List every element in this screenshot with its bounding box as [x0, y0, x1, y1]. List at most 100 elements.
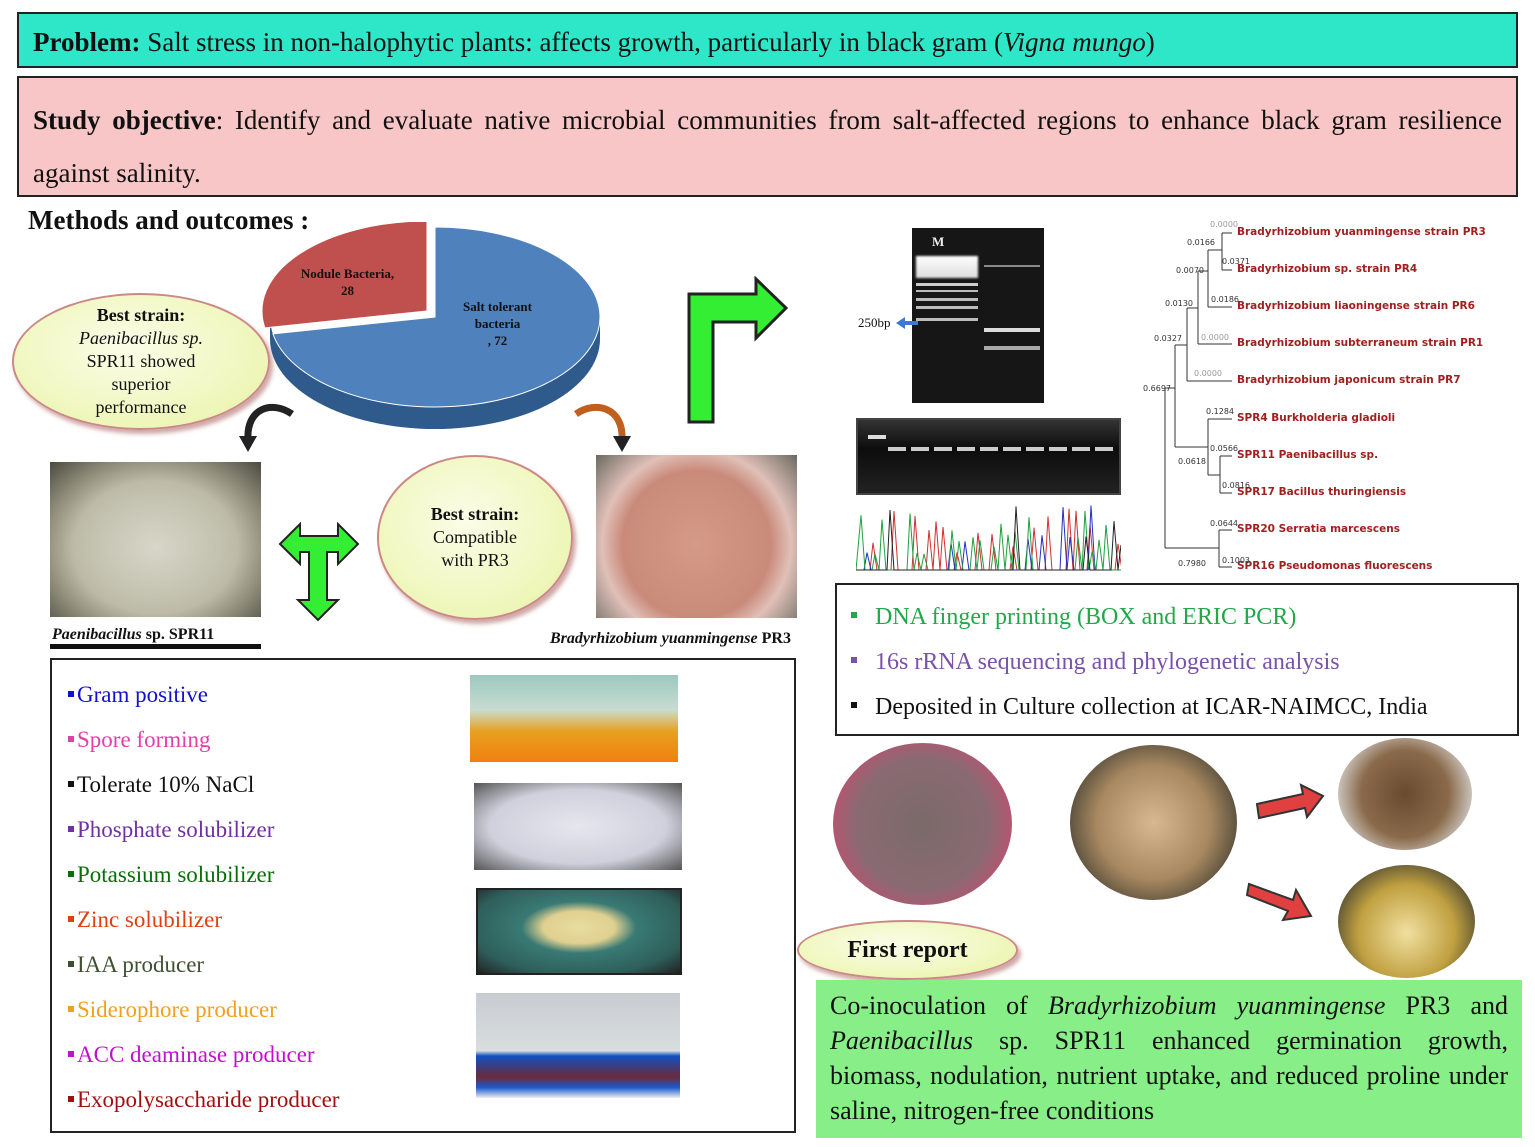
gel-band	[984, 346, 1040, 350]
pie-label-salt-1: Salt tolerant	[463, 299, 532, 314]
trait-label: Phosphate solubilizer	[77, 817, 275, 842]
gel-band	[916, 283, 978, 286]
best-center-line2: Compatible	[433, 527, 517, 547]
bullet-icon	[68, 870, 74, 877]
gel-band	[984, 265, 1040, 267]
bullet-icon	[851, 657, 857, 664]
gel-band	[916, 298, 978, 301]
branch-length: 0.0186	[1211, 295, 1239, 304]
caption-left-species: Paenibacillus	[52, 626, 142, 643]
conclusion-text-1: Co-inoculation of	[830, 991, 1048, 1020]
problem-label: Problem:	[33, 27, 141, 57]
problem-species: Vigna mungo	[1003, 27, 1146, 57]
branch-length: 0.7980	[1178, 559, 1206, 568]
trait-item: IAA producer	[68, 942, 339, 987]
caption-right-rest: PR3	[757, 630, 791, 647]
tree-leaf-label: Bradyrhizobium yuanmingense strain PR3	[1237, 226, 1486, 238]
tree-leaf-label: Bradyrhizobium liaoningense strain PR6	[1237, 300, 1475, 312]
tree-leaf-label: Bradyrhizobium sp. strain PR4	[1237, 263, 1418, 275]
pie-label-salt-2: bacteria	[474, 316, 521, 331]
method-label: DNA finger printing (BOX and ERIC PCR)	[875, 604, 1297, 630]
method-item: Deposited in Culture collection at ICAR-…	[851, 685, 1503, 730]
method-label: 16s rRNA sequencing and phylogenetic ana…	[875, 649, 1340, 675]
arrow-left-icon	[896, 317, 918, 329]
best-left-title: Best strain:	[96, 305, 186, 325]
root-nodules-photo	[1338, 738, 1472, 850]
curved-arrow-right-icon	[573, 403, 631, 452]
branch-length: 0.0618	[1178, 457, 1206, 466]
tree-leaf-label: SPR20 Serratia marcescens	[1237, 523, 1400, 535]
trait-label: ACC deaminase producer	[77, 1042, 315, 1067]
branch-length: 0.0000	[1194, 369, 1222, 378]
conclusion-species-1: Bradyrhizobium yuanmingense	[1047, 991, 1386, 1020]
pie-label-salt-3: , 72	[487, 333, 508, 348]
gel-band	[984, 328, 1040, 332]
trait-label: Zinc solubilizer	[77, 907, 222, 932]
bullet-icon	[68, 960, 74, 967]
bullet-icon	[68, 915, 74, 922]
problem-close: )	[1145, 27, 1155, 57]
objective-banner: Study objective: Identify and evaluate n…	[17, 76, 1518, 197]
trait-label: Gram positive	[77, 682, 208, 707]
tree-leaf-label: Bradyrhizobium subterraneum strain PR1	[1237, 337, 1484, 349]
branch-length: 0.0130	[1165, 299, 1193, 308]
curved-arrow-left-icon	[239, 403, 295, 452]
acc-tubes-photo	[476, 993, 680, 1098]
bullet-icon	[851, 612, 857, 619]
caption-underline	[50, 644, 261, 649]
branch-length: 0.1284	[1206, 407, 1234, 416]
trait-item: Exopolysaccharide producer	[68, 1077, 339, 1122]
tree-leaf-label: SPR4 Burkholderia gladioli	[1237, 412, 1396, 424]
first-report-badge: First report	[797, 920, 1018, 980]
method-label: Deposited in Culture collection at ICAR-…	[875, 694, 1428, 720]
branch-length: 0.0000	[1201, 333, 1229, 342]
tree-leaf-label: Bradyrhizobium japonicum strain PR7	[1237, 374, 1461, 386]
hydroponic-photo	[1338, 865, 1475, 978]
gel-band-row	[888, 447, 1116, 451]
spore-tubes-photo	[470, 675, 678, 762]
arrow-right-icon	[1255, 783, 1325, 820]
trait-label: Tolerate 10% NaCl	[77, 772, 255, 797]
pie-chart	[261, 222, 601, 429]
gel-band	[916, 256, 978, 278]
gel-band	[916, 306, 978, 309]
double-arrow-icon	[278, 522, 360, 622]
conclusion-species-2: Paenibacillus	[830, 1026, 973, 1055]
caption-left-rest: sp. SPR11	[141, 626, 215, 643]
problem-text: Salt stress in non-halophytic plants: af…	[140, 27, 1004, 57]
objective-label: Study objective	[33, 105, 216, 135]
best-strain-left-bubble: Best strain:Paenibacillus sp.SPR11 showe…	[12, 293, 270, 430]
method-item: 16s rRNA sequencing and phylogenetic ana…	[851, 640, 1503, 685]
phylogenetic-tree	[1164, 232, 1232, 568]
trait-item: Gram positive	[68, 672, 339, 717]
trait-item: Potassium solubilizer	[68, 852, 339, 897]
bradyrhizobium-plate-photo	[596, 455, 797, 618]
gel-band	[916, 290, 978, 292]
trait-item: Siderophore producer	[68, 987, 339, 1032]
bullet-icon	[68, 1050, 74, 1057]
bullet-icon	[68, 825, 74, 832]
gel-band	[916, 318, 978, 321]
paenibacillus-plate-photo	[50, 462, 261, 617]
germination-plate-photo	[833, 743, 1012, 905]
best-left-line4: performance	[95, 397, 187, 417]
bullet-icon	[68, 735, 74, 742]
zinc-plate-photo	[476, 888, 682, 975]
conclusion-box: Co-inoculation of Bradyrhizobium yuanmin…	[816, 980, 1522, 1138]
gel-marker-label: M	[932, 234, 945, 249]
conclusion-text-3: sp. SPR11 enhanced germination growth, b…	[830, 1026, 1508, 1125]
pie-label-nodule: Nodule Bacteria, 28	[300, 266, 395, 298]
branch-length: 0.0070	[1176, 266, 1204, 275]
trait-label: Potassium solubilizer	[77, 862, 275, 887]
branch-length: 0.0327	[1154, 334, 1182, 343]
paenibacillus-caption: Paenibacillus sp. SPR11	[52, 626, 214, 644]
best-left-line2: SPR11 showed	[86, 351, 196, 371]
best-center-line3: with PR3	[441, 550, 509, 570]
problem-banner: Problem: Salt stress in non-halophytic p…	[17, 12, 1518, 68]
branch-length: 0.1003	[1222, 556, 1250, 565]
gel-image-box-pcr: M	[912, 228, 1044, 403]
pie-slice-salt-tolerant	[272, 226, 601, 408]
